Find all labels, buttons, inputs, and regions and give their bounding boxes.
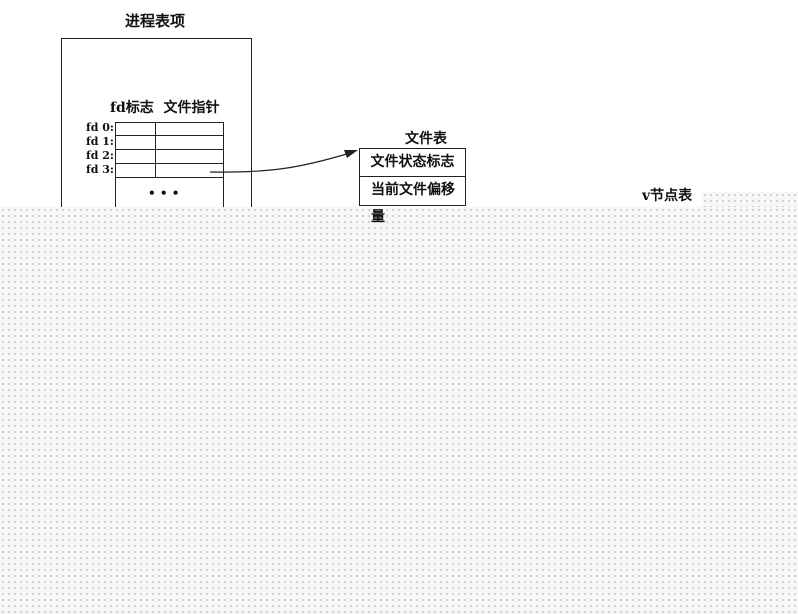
fd-table-row-line	[115, 122, 223, 123]
file-status-flags: 文件状态标志	[359, 148, 466, 177]
fd-table-row-line	[115, 177, 223, 178]
fd-table-border	[115, 122, 116, 212]
fd-row-label: fd 0:	[86, 121, 114, 134]
obscured-region	[702, 192, 798, 207]
fd-table-row-line	[115, 135, 223, 136]
current-file-offset: 当前文件偏移量	[359, 176, 466, 225]
fd-table-row-line	[115, 163, 223, 164]
obscured-region	[0, 207, 798, 614]
arrow-curve	[209, 152, 351, 173]
fd-table-row-line	[115, 149, 223, 150]
arrow-head	[344, 150, 358, 158]
file-table-title: 文件表	[405, 131, 447, 147]
fd-ellipsis: • • •	[148, 186, 180, 200]
fd-table-border	[223, 122, 224, 212]
fd-row-label: fd 3:	[86, 163, 114, 176]
process-table-title: 进程表项	[125, 12, 186, 30]
vnode-table-title: v节点表	[642, 188, 693, 204]
fd-row-label: fd 1:	[86, 135, 114, 148]
fd-row-label: fd 2:	[86, 149, 114, 162]
process-table-header: fd标志 文件指针	[110, 100, 220, 116]
